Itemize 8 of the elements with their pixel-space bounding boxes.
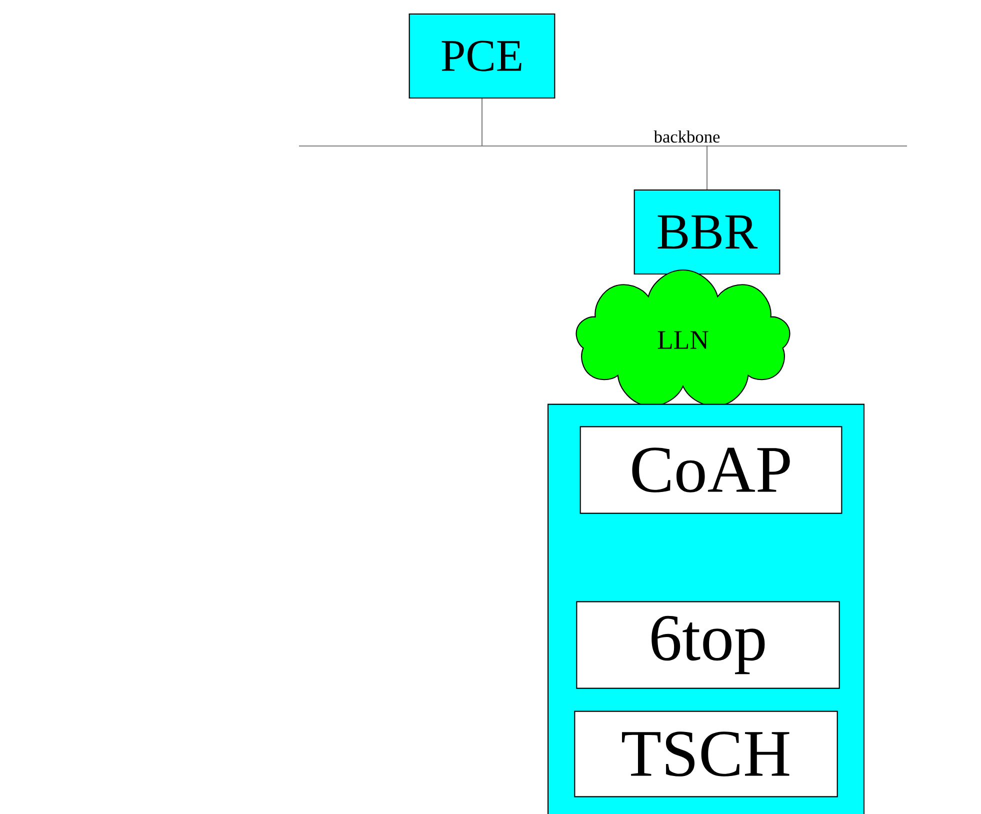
layer-box: 6top xyxy=(576,601,840,689)
connector-line xyxy=(706,145,708,190)
process-box: PCE xyxy=(408,13,556,99)
layer-box: CoAP xyxy=(580,426,842,514)
network-cloud: LLN xyxy=(576,269,790,407)
backbone-line: backbone xyxy=(298,130,908,146)
layer-box: TSCH xyxy=(574,710,838,798)
process-box: BBR xyxy=(634,189,780,275)
